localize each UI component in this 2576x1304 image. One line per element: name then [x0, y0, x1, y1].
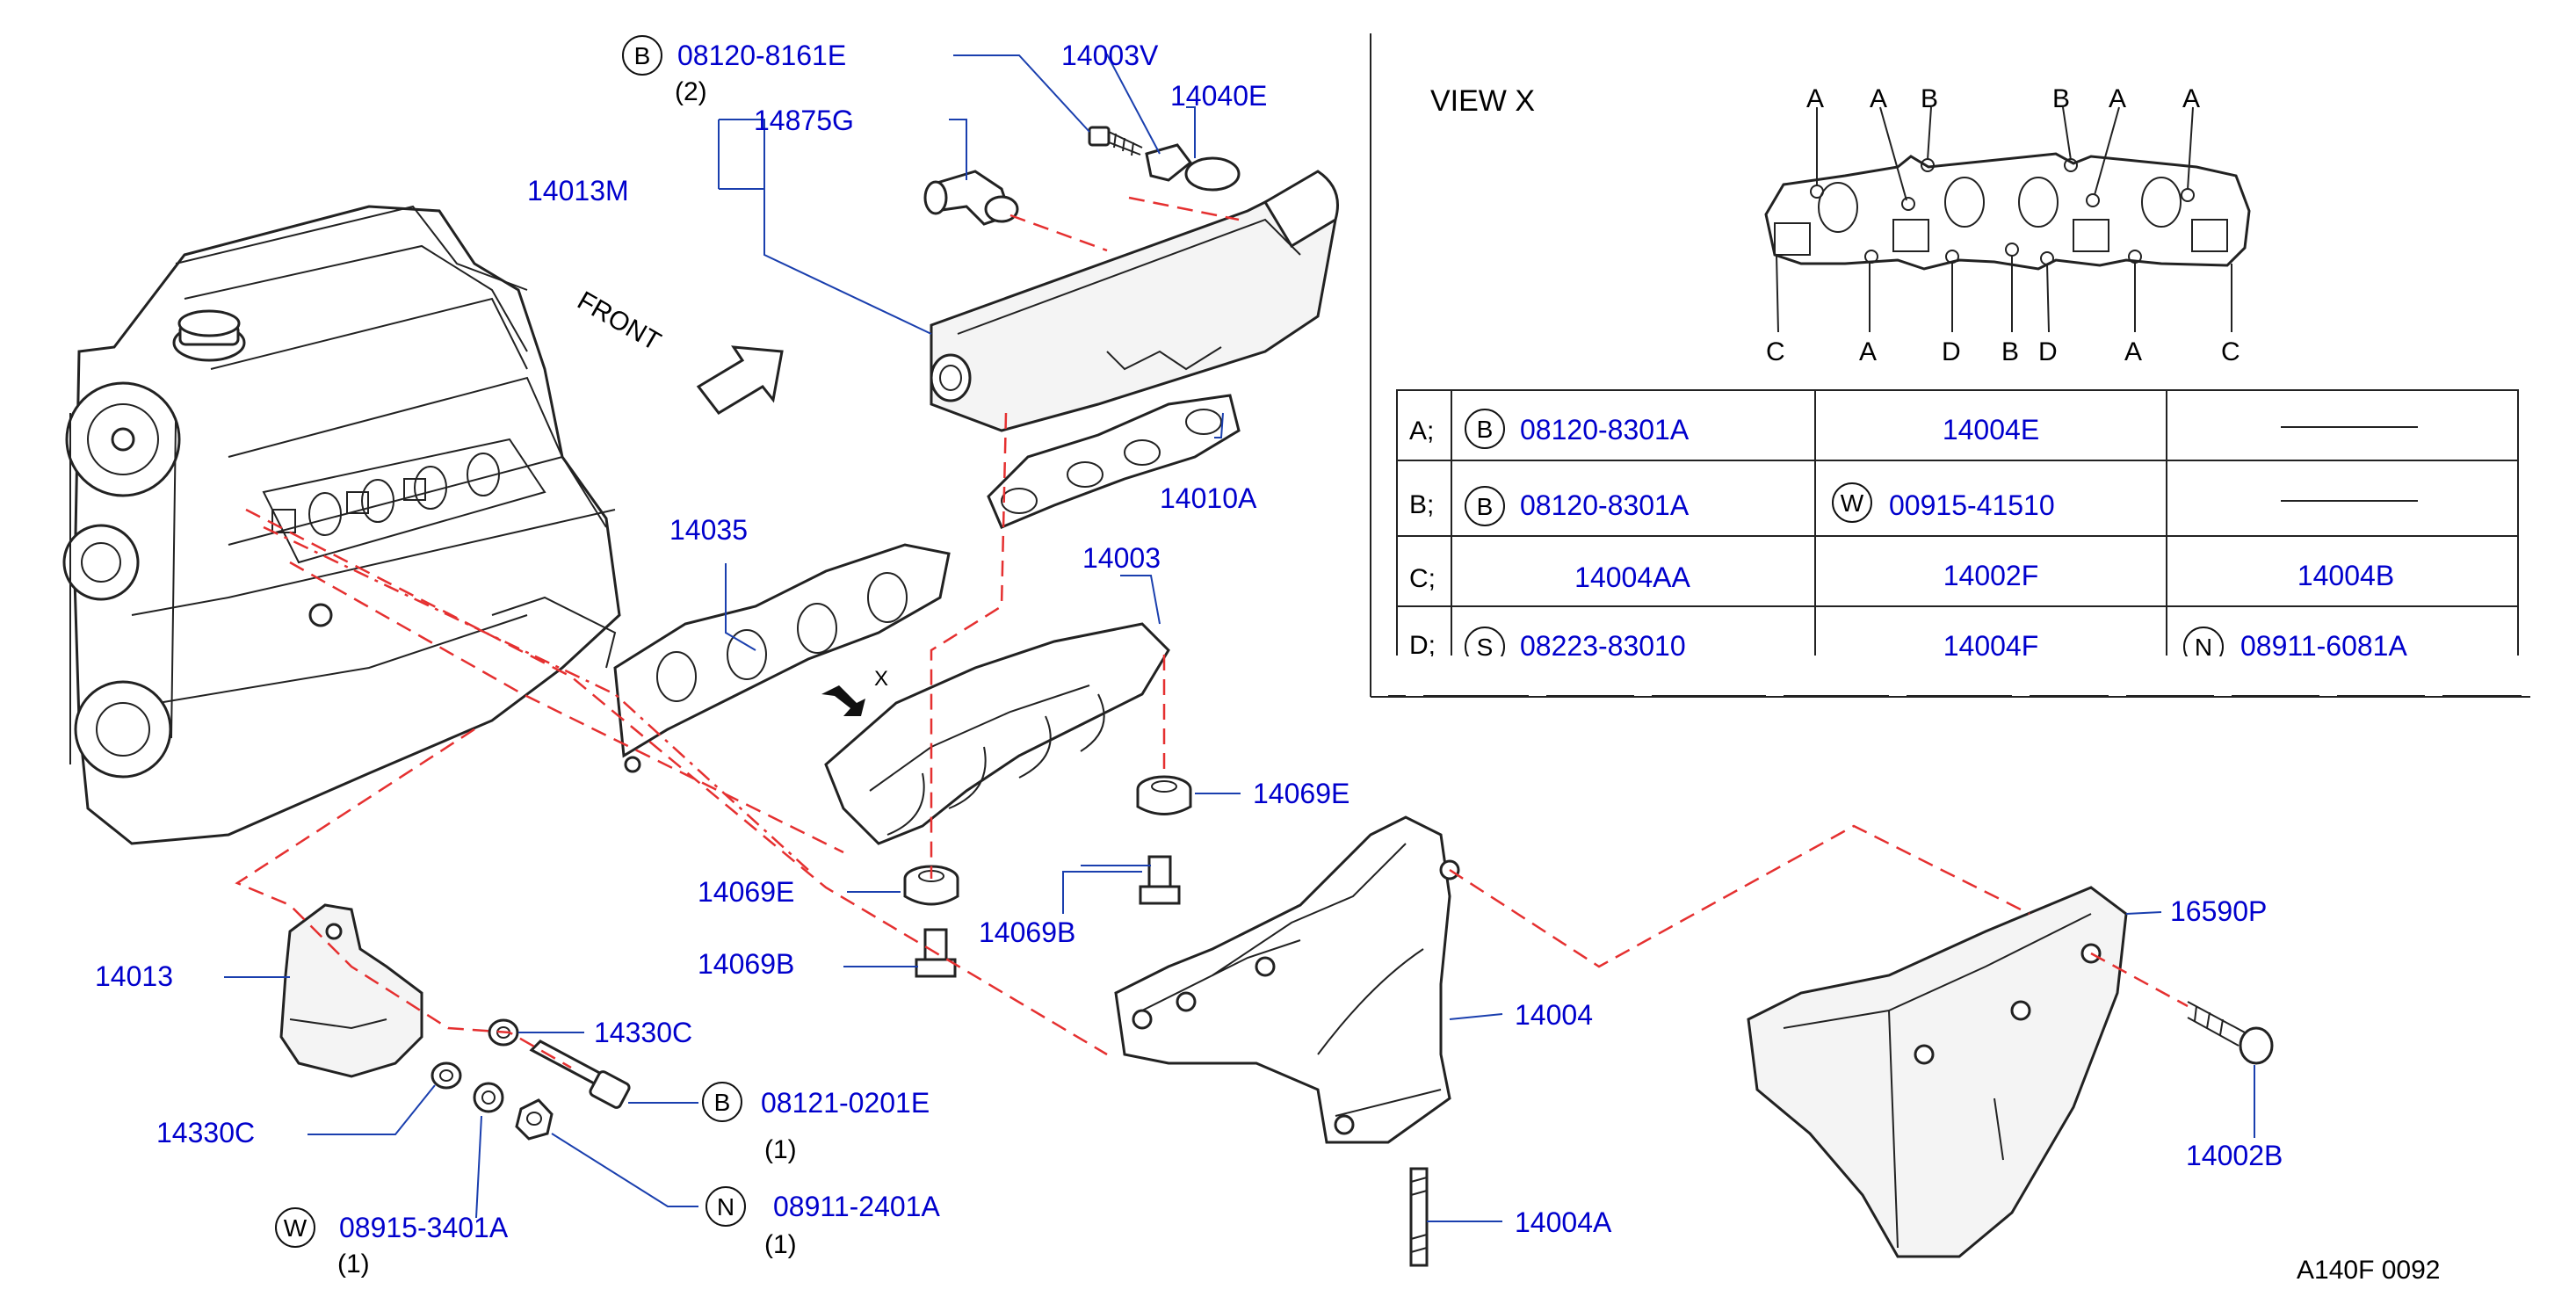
table-row-c-col1: 14004AA — [1574, 561, 1690, 593]
table-row-c-col2: 14002F — [1943, 560, 2039, 591]
engine-block — [62, 205, 621, 845]
stud-14069b-right — [1139, 855, 1181, 905]
heat-cover-16590p — [1747, 886, 2128, 1258]
view-x-letter-bottom-5: D — [2038, 337, 2058, 366]
part-08915-3401A: 08915-3401A — [339, 1212, 509, 1243]
table-row-d-symbol: S — [1477, 634, 1494, 661]
mount-14069e-left — [903, 865, 959, 906]
table-row-b-symbol: B — [1477, 493, 1494, 520]
upper-heat-shield — [930, 170, 1339, 432]
view-x-letter-bottom-2: A — [1859, 337, 1877, 366]
view-x-gasket — [1764, 152, 2251, 271]
part-14003V: 14003V — [1061, 40, 1159, 71]
view-x-panel: VIEW X A A B — [1370, 33, 2530, 698]
callout-08911-2401A: N 08911-2401A (1) — [706, 1186, 940, 1259]
table-row-d-col3-symbol: N — [2195, 634, 2212, 661]
front-label: FRONT — [573, 286, 666, 356]
symbol-b: B — [634, 42, 651, 69]
part-14069E-left: 14069E — [698, 876, 794, 908]
view-x-letter-bottom-1: C — [1766, 337, 1785, 366]
front-arrow — [696, 345, 784, 415]
part-14013M: 14013M — [527, 175, 629, 206]
view-x-letter-top-1: A — [1806, 84, 1824, 113]
part-14002B: 14002B — [2186, 1140, 2283, 1171]
part-14069B-right: 14069B — [979, 916, 1075, 948]
part-14003: 14003 — [1082, 542, 1161, 574]
manifold-14003 — [824, 622, 1170, 845]
table-row-d-key: D; — [1409, 631, 1436, 660]
qty-1: (1) — [764, 1230, 797, 1259]
washer-14330c-left — [431, 1061, 462, 1090]
part-14069E-right: 14069E — [1253, 778, 1350, 809]
view-x-letter-top-6: A — [2182, 84, 2200, 113]
manifold-14004 — [1114, 815, 1460, 1144]
callout-08120-8161E: B 08120-8161E (2) — [622, 35, 846, 106]
symbol-b: B — [714, 1089, 731, 1116]
hose-elbow — [923, 170, 1019, 226]
table-row-b-col2-symbol: W — [1841, 489, 1864, 517]
view-x-title: VIEW X — [1430, 84, 1535, 118]
part-16590P: 16590P — [2170, 895, 2267, 927]
diagram-code: A140F 0092 — [2297, 1256, 2440, 1285]
view-x-letter-bottom-3: D — [1942, 337, 1961, 366]
view-x-letter-top-4: B — [2052, 84, 2070, 113]
fastener-table: A; B 08120-8301A 14004E B; B 08120-8301A… — [1388, 389, 2530, 697]
stud-14004a — [1409, 1167, 1429, 1267]
qty-2: (2) — [675, 77, 707, 106]
part-14004: 14004 — [1515, 999, 1593, 1031]
part-14330C-right: 14330C — [594, 1017, 692, 1048]
view-x-letter-top-3: B — [1921, 84, 1938, 113]
part-14004A: 14004A — [1515, 1206, 1612, 1238]
mount-14069e-right — [1136, 775, 1192, 815]
view-x-letter-bottom-6: A — [2124, 337, 2142, 366]
gasket-14010a — [987, 394, 1241, 529]
table-row-b-key: B; — [1409, 490, 1434, 519]
callout-08915-3401A: W 08915-3401A (1) — [275, 1207, 509, 1279]
part-14035: 14035 — [669, 514, 748, 546]
symbol-w: W — [284, 1214, 308, 1242]
symbol-n: N — [717, 1193, 734, 1221]
qty-1: (1) — [764, 1135, 797, 1164]
part-14010A: 14010A — [1160, 482, 1257, 514]
bracket-14013 — [279, 903, 423, 1078]
qty-1: (1) — [337, 1250, 370, 1279]
view-x-arrow — [821, 685, 865, 716]
gasket-14035 — [613, 543, 951, 773]
part-08120-8161E: 08120-8161E — [677, 40, 846, 71]
view-x-letter-top-2: A — [1870, 84, 1887, 113]
stud-14069b-left — [915, 928, 957, 978]
view-x-marker: X — [874, 667, 888, 691]
part-14013: 14013 — [95, 960, 173, 992]
part-14330C-left: 14330C — [156, 1117, 255, 1148]
callout-08121-0201E: B 08121-0201E (1) — [702, 1082, 930, 1164]
bolt-upper — [1088, 126, 1143, 156]
view-x-letter-bottom-7: C — [2221, 337, 2240, 366]
nut-08911 — [515, 1098, 554, 1141]
part-08911-2401A: 08911-2401A — [773, 1191, 940, 1222]
table-row-c-col3: 14004B — [2297, 560, 2394, 591]
table-row-a-symbol: B — [1477, 416, 1494, 443]
gasket-14003v — [1145, 143, 1193, 182]
bolt-08121 — [529, 1040, 631, 1109]
part-14875G: 14875G — [754, 105, 854, 136]
gasket-14040e — [1184, 156, 1241, 192]
table-row-b-col1: 08120-8301A — [1520, 489, 1690, 521]
table-row-c-key: C; — [1409, 564, 1436, 593]
part-08121-0201E: 08121-0201E — [761, 1087, 930, 1119]
washer-08915 — [473, 1082, 504, 1113]
table-row-a-col2: 14004E — [1943, 414, 2039, 446]
table-row-a-key: A; — [1409, 417, 1434, 446]
view-x-letter-bottom-4: B — [2001, 337, 2019, 366]
part-14069B-left: 14069B — [698, 948, 794, 980]
table-row-a-col1: 08120-8301A — [1520, 414, 1690, 446]
bolt-14002b — [2187, 1001, 2274, 1065]
table-row-b-col2: 00915-41510 — [1889, 489, 2055, 521]
view-x-letter-top-5: A — [2109, 84, 2126, 113]
part-14040E: 14040E — [1170, 80, 1267, 112]
